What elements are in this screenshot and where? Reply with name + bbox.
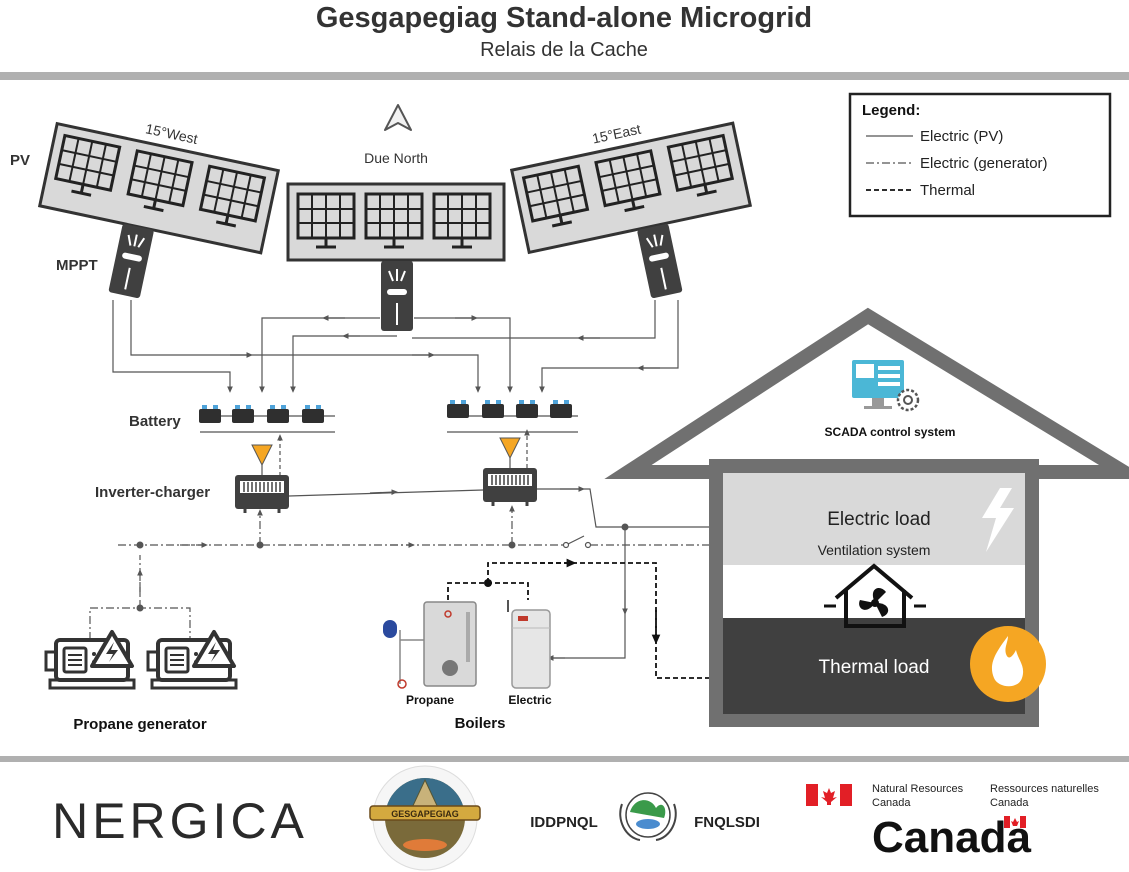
fnql-emblem-icon [619,792,677,841]
nrcan-en-line1: Natural Resources [872,783,964,795]
pv-array-west: 15°West [37,120,281,255]
canada-flag-icon [806,784,852,806]
boilers-label: Boilers [455,715,506,732]
nrcan-fr-line2: Canada [990,797,1029,809]
mppt-label: MPPT [56,257,98,274]
flame-icon [970,626,1046,702]
pv-north-orientation: Due North [364,150,428,166]
header-divider [0,72,1129,80]
scada-label: SCADA control system [825,425,956,439]
pv-array-east: 15°East [509,121,753,255]
canada-wordmark-flag-icon [1004,816,1026,828]
legend-item-generator: Electric (generator) [920,155,1048,172]
generator-2-icon [146,630,238,690]
battery-1-fuse-icon [251,444,273,467]
legend-title: Legend: [862,102,920,119]
iddpnql-logo-text: IDDPNQL [530,814,598,831]
battery-bank-1 [199,405,335,433]
page-title: Gesgapegiag Stand-alone Microgrid [316,2,812,34]
nrcan-fr-line1: Ressources naturelles [990,783,1099,795]
legend-item-thermal: Thermal [920,182,975,199]
footer-divider [0,756,1129,762]
battery-bank-2 [447,400,578,433]
inverter-2-icon [481,466,539,508]
ventilation-icon [824,563,926,628]
electric-load-zone [723,473,1025,565]
lightning-icon [982,488,1014,552]
battery-2-fuse-icon [499,437,521,460]
pv-array-north [286,182,506,262]
gesgapegiag-logo: GESGAPEGIAG [369,765,481,871]
nrcan-en-line2: Canada [872,797,911,809]
nergica-logo: NERGICA [52,793,308,849]
generator-bus [89,505,710,640]
pv-label: PV [10,152,30,169]
electric-load-label: Electric load [827,509,931,530]
boiler-propane-label: Propane [406,693,454,707]
inverter-1-icon [233,473,291,515]
ventilation-label: Ventilation system [818,542,931,558]
scada-icon [852,360,920,412]
legend: Legend: Electric (PV) Electric (generato… [848,92,1112,218]
mppt-north-icon [380,260,414,332]
electric-boiler-icon [507,600,551,689]
propane-boiler-icon [383,601,477,689]
inverter-label: Inverter-charger [95,484,210,501]
thermal-load-label: Thermal load [819,657,930,678]
fnqlsdi-logo-text: FNQLSDI [694,814,760,831]
boiler-electric-label: Electric [508,693,552,707]
mppt-west-icon [107,222,156,300]
generator-label: Propane generator [73,716,207,733]
gesgapegiag-badge-text: GESGAPEGIAG [391,809,459,819]
legend-item-pv: Electric (PV) [920,128,1003,145]
pv-wiring [112,300,679,393]
switch-icon [562,535,592,549]
generator-1-icon [44,630,136,690]
battery-label: Battery [129,413,181,430]
north-arrow-icon [384,104,412,131]
page-subtitle: Relais de la Cache [480,39,648,61]
mppt-east-icon [635,222,684,300]
inverter-wiring [288,486,710,661]
